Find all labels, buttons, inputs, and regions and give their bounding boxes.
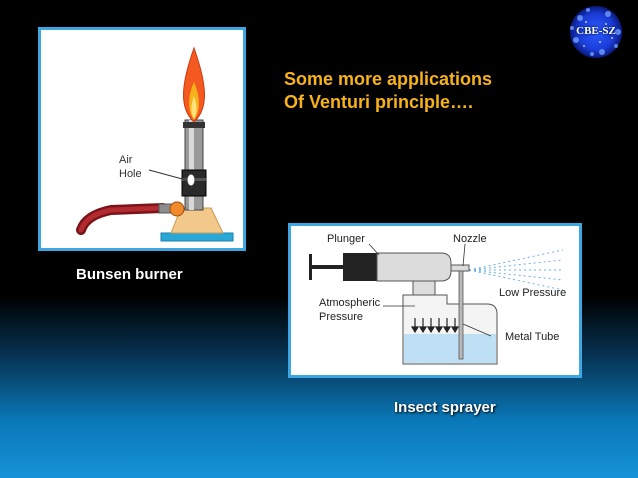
bunsen-burner-illustration: Air Hole: [76, 46, 234, 242]
nozzle-label: Nozzle: [453, 233, 487, 245]
slide-heading: Some more applications Of Venturi princi…: [284, 68, 584, 114]
air-hole-label-line-1: Air: [119, 154, 133, 166]
bunsen-burner-caption: Bunsen burner: [76, 266, 183, 283]
cbe-sz-logo: CBE-SZ: [556, 2, 636, 66]
heading-line-1: Some more applications: [284, 69, 493, 89]
heading-line-2: Of Venturi principle….: [284, 92, 474, 112]
logo-text: CBE-SZ: [576, 25, 616, 37]
insect-sprayer-illustration: Plunger Nozzle Low Pressure Atmospheric …: [309, 233, 566, 365]
bunsen-burner-figure: Air Hole: [38, 27, 246, 251]
atmospheric-pressure-label-line-1: Atmospheric: [319, 297, 381, 309]
metal-tube-label: Metal Tube: [505, 331, 559, 343]
low-pressure-label: Low Pressure: [499, 287, 566, 299]
air-hole-label-line-2: Hole: [119, 168, 142, 180]
plunger-label: Plunger: [327, 233, 365, 245]
insect-sprayer-caption: Insect sprayer: [394, 399, 496, 416]
atmospheric-pressure-label-line-2: Pressure: [319, 311, 363, 323]
insect-sprayer-figure: Plunger Nozzle Low Pressure Atmospheric …: [288, 223, 582, 378]
